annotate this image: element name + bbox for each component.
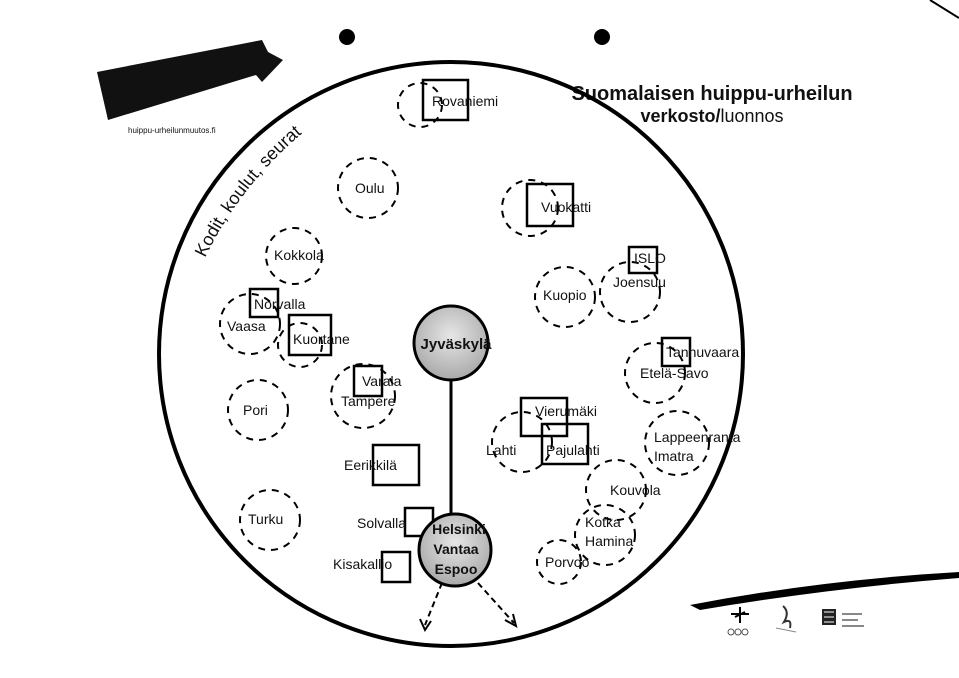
circle-oulu xyxy=(337,157,399,219)
square-norvalla xyxy=(248,287,280,319)
label-joensuu: Joensuu xyxy=(613,274,666,290)
label-tampere: Tampere xyxy=(341,393,396,409)
scan-edge-mark xyxy=(929,0,959,19)
square-rovaniemi xyxy=(421,78,470,122)
circle-tampere xyxy=(330,363,396,429)
olympic-committee-logo xyxy=(727,607,749,636)
ministry-of-education-logo xyxy=(822,609,864,627)
label-imatra: Imatra xyxy=(654,448,694,464)
punch-hole-left xyxy=(339,29,355,45)
circle-kouvola xyxy=(585,459,647,521)
label-pajulahti: Pajulahti xyxy=(546,442,600,458)
label-vuokatti: Vuokatti xyxy=(541,199,591,215)
square-pajulahti xyxy=(540,422,590,466)
title-normal-part: luonnos xyxy=(720,106,783,126)
circle-kokkola xyxy=(265,227,323,285)
label-kokkola: Kokkola xyxy=(274,247,324,263)
square-kuortane xyxy=(287,313,333,357)
label-solvalla: Solvalla xyxy=(357,515,406,531)
circle-rovaniemi xyxy=(397,82,443,128)
circle-joensuu xyxy=(599,261,661,323)
label-lahti: Lahti xyxy=(486,442,516,458)
square-varala xyxy=(352,364,384,398)
label-oulu: Oulu xyxy=(355,180,385,196)
circle-vaasa xyxy=(219,293,281,355)
circle-kuortane xyxy=(277,322,323,368)
title-bold-part: verkosto/ xyxy=(640,106,720,126)
partner-logos xyxy=(727,605,864,636)
label-kouvola: Kouvola xyxy=(610,482,661,498)
label-islo: ISLO xyxy=(634,250,666,266)
square-kisakallio xyxy=(380,550,412,584)
label-etela-savo: Etelä-Savo xyxy=(640,365,709,381)
label-eerikkila: Eerikkilä xyxy=(344,457,397,473)
label-varala: Varala xyxy=(362,373,402,389)
label-kuopio: Kuopio xyxy=(543,287,587,303)
label-kuortane: Kuortane xyxy=(293,331,350,347)
decorative-swoosh xyxy=(690,572,959,610)
logo-url: huippu-urheilunmuutos.fi xyxy=(128,126,216,135)
circle-turku xyxy=(239,489,301,551)
label-kisakallio: Kisakallio xyxy=(333,556,392,572)
diagram-title-line2: verkosto/luonnos xyxy=(640,106,783,126)
square-tanhuvaara xyxy=(660,336,692,368)
punch-hole-right xyxy=(594,29,610,45)
square-eerikkila xyxy=(371,443,421,487)
place-labels: Rovaniemi Oulu Kokkola Norvalla Vaasa Ku… xyxy=(227,93,741,572)
circle-lappeenranta xyxy=(644,410,710,476)
label-tanhuvaara: Tanhuvaara xyxy=(666,344,739,360)
label-rovaniemi: Rovaniemi xyxy=(432,93,498,109)
hub-capital-region xyxy=(417,512,493,588)
circle-porvoo xyxy=(536,539,582,585)
circle-kuopio xyxy=(534,266,596,328)
label-pori: Pori xyxy=(243,402,268,418)
paralympic-logo xyxy=(775,605,797,633)
label-kotka: Kotka xyxy=(585,514,621,530)
label-hamina: Hamina xyxy=(585,533,633,549)
label-lappeenranta: Lappeenranta xyxy=(654,429,741,445)
label-vaasa: Vaasa xyxy=(227,318,266,334)
hub-label-capital-1: Helsinki xyxy=(432,521,486,537)
dashed-region-circles xyxy=(219,82,710,585)
square-vierumaki xyxy=(519,396,569,438)
outbound-arrows xyxy=(419,582,518,633)
circle-vuokatti xyxy=(501,179,559,237)
urheilijan-polku-logo: URHEILIJAN POLKU huippu-urheilunmuutos.f… xyxy=(97,40,283,135)
circle-lahti xyxy=(491,411,553,473)
label-vierumaki: Vierumäki xyxy=(535,403,597,419)
diagram-title-line1: Suomalaisen huippu-urheilun xyxy=(571,83,852,105)
label-turku: Turku xyxy=(248,511,283,527)
label-norvalla: Norvalla xyxy=(254,296,306,312)
square-vuokatti xyxy=(525,182,575,228)
hub-label-capital-2: Vantaa xyxy=(433,541,478,557)
circle-etela-savo xyxy=(624,342,686,404)
hub-jyvaskyla xyxy=(412,304,490,382)
network-boundary-circle xyxy=(157,60,745,648)
label-porvoo: Porvoo xyxy=(545,554,590,570)
training-centre-squares xyxy=(248,78,692,584)
circle-pori xyxy=(227,379,289,441)
circle-kotka xyxy=(574,504,636,566)
hub-label-jyvaskyla: Jyväskylä xyxy=(421,336,493,353)
hub-label-capital-3: Espoo xyxy=(435,561,478,577)
square-islo xyxy=(627,245,659,275)
